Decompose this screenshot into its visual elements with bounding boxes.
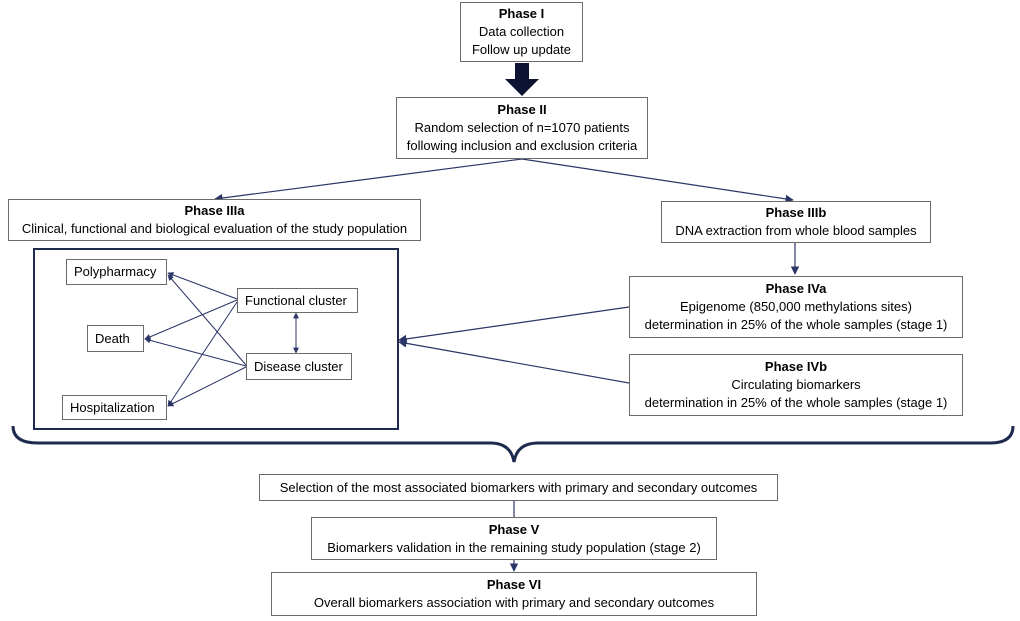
grouping-bracket	[11, 425, 1015, 463]
phase3a-box: Phase IIIa Clinical, functional and biol…	[8, 199, 421, 241]
selection-box: Selection of the most associated biomark…	[259, 474, 778, 501]
polypharmacy-box: Polypharmacy	[66, 259, 167, 285]
phase4b-line-2: determination in 25% of the whole sample…	[644, 395, 948, 410]
phase6-box: Phase VI Overall biomarkers association …	[271, 572, 757, 616]
phase5-line-1: Biomarkers validation in the remaining s…	[327, 539, 701, 555]
disease-cluster-box: Disease cluster	[246, 353, 352, 380]
phase3b-box: Phase IIIb DNA extraction from whole blo…	[661, 201, 931, 243]
phase3b-title: Phase IIIb	[765, 205, 827, 220]
functional-to-death-arrow	[144, 299, 238, 340]
selection-text: Selection of the most associated biomark…	[279, 479, 758, 495]
phase4a-to-cluster-arrow	[398, 306, 630, 344]
phase1-box: Phase I Data collection Follow up update	[460, 2, 583, 62]
phase4b-title: Phase IVb	[764, 359, 828, 374]
phase3a-line-1: Clinical, functional and biological eval…	[21, 221, 408, 236]
disease-to-hospitalization-arrow	[167, 366, 247, 407]
functional-to-polypharmacy-arrow	[167, 272, 238, 300]
phase2-title: Phase II	[497, 102, 547, 117]
phase1-to-phase2-arrow	[505, 63, 539, 96]
functional-cluster-box: Functional cluster	[237, 288, 358, 313]
phase4b-to-cluster-arrow	[398, 339, 630, 384]
phase1-line-1: Data collection	[478, 24, 565, 39]
phase4a-line-2: determination in 25% of the whole sample…	[644, 317, 948, 332]
phase2-line-1: Random selection of n=1070 patients	[414, 120, 630, 135]
phase4b-box: Phase IVb Circulating biomarkers determi…	[629, 354, 963, 416]
phase4a-box: Phase IVa Epigenome (850,000 methylation…	[629, 276, 963, 338]
disease-to-polypharmacy-arrow	[167, 274, 247, 366]
death-box: Death	[87, 325, 144, 352]
phase3b-line-1: DNA extraction from whole blood samples	[675, 223, 917, 238]
phase4a-title: Phase IVa	[765, 281, 827, 296]
phase6-line-1: Overall biomarkers association with prim…	[313, 595, 715, 610]
phase5-box: Phase V Biomarkers validation in the rem…	[311, 517, 717, 560]
phase2-to-phase3a-arrow	[214, 158, 523, 203]
outcome-cluster-frame	[33, 248, 399, 430]
phase2-box: Phase II Random selection of n=1070 pati…	[396, 97, 648, 159]
disease-to-death-arrow	[144, 337, 247, 367]
phase2-line-2: following inclusion and exclusion criter…	[406, 138, 638, 153]
phase4a-line-1: Epigenome (850,000 methylations sites)	[680, 299, 912, 314]
hospitalization-box: Hospitalization	[62, 395, 167, 420]
phase2-to-phase3b-arrow	[521, 158, 794, 204]
phase1-line-2: Follow up update	[471, 42, 571, 57]
phase4b-line-1: Circulating biomarkers	[731, 377, 861, 392]
phase1-title: Phase I	[498, 6, 545, 21]
phase6-title: Phase VI	[486, 577, 542, 592]
phase5-title: Phase V	[488, 521, 540, 537]
phase3a-title: Phase IIIa	[184, 203, 245, 218]
